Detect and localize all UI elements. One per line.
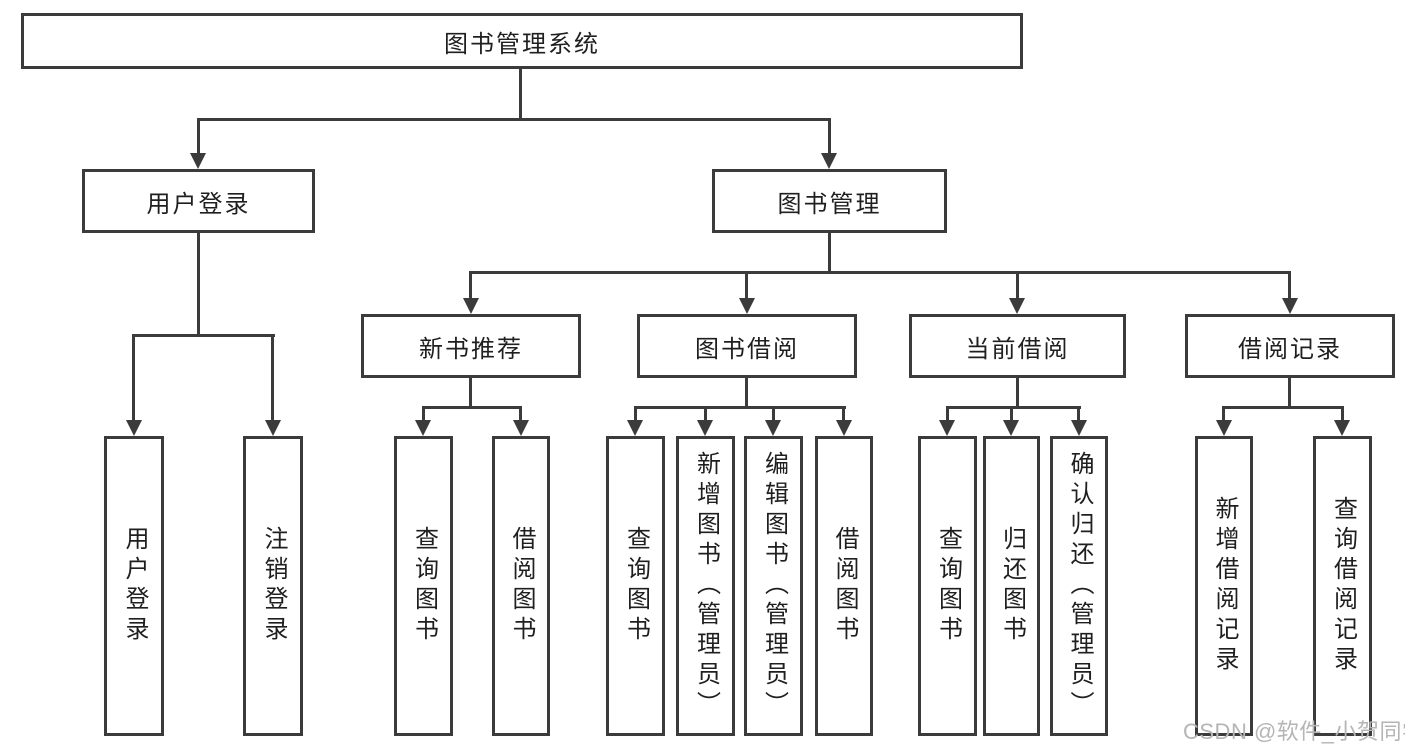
connector-leaf-stem	[271, 334, 274, 424]
node-label: 图书管理系统	[444, 30, 600, 58]
leaf-borrow-borrow-books: 借阅图书	[815, 436, 873, 736]
node-borrowing-records: 借阅记录	[1185, 314, 1395, 378]
connector-leaf-stem	[1010, 406, 1013, 424]
node-book-borrowing: 图书借阅	[637, 314, 857, 378]
connector-newrec-down	[469, 378, 472, 409]
connector-leaf-stem	[1341, 406, 1344, 424]
arrow-down-icon	[190, 153, 206, 169]
arrow-down-icon	[1009, 298, 1025, 314]
node-label: 图书管理	[777, 190, 882, 218]
node-label: 用户登录	[121, 526, 148, 646]
node-label: 新增借阅记录	[1211, 496, 1238, 676]
arrow-down-icon	[939, 420, 955, 436]
node-library-management-system: 图书管理系统	[21, 13, 1023, 69]
connector-curborrow-horizontal	[946, 406, 1081, 409]
leaf-borrow-edit-books-admin: 编辑图书（管理员）	[744, 436, 803, 736]
connector-user-login-stem	[197, 118, 200, 156]
connector-leaf-stem	[1222, 406, 1225, 424]
node-label: 注销登录	[260, 526, 287, 646]
node-label: 借阅记录	[1238, 335, 1342, 363]
leaf-current-confirm-return-admin: 确认归还（管理员）	[1050, 436, 1108, 736]
connector-leaf-stem	[519, 406, 522, 424]
arrow-down-icon	[1003, 420, 1019, 436]
node-label: 当前借阅	[965, 335, 1070, 363]
leaf-logout: 注销登录	[243, 436, 303, 736]
connector-leaf-stem	[634, 406, 637, 424]
arrow-down-icon	[836, 420, 852, 436]
csdn-watermark: CSDN @软件_小贺同学	[1183, 719, 1405, 744]
arrow-down-icon	[1282, 298, 1298, 314]
leaf-borrow-add-books-admin: 新增图书（管理员）	[676, 436, 735, 736]
node-user-login: 用户登录	[82, 169, 315, 233]
connector-leaf-stem	[946, 406, 949, 424]
connector-leaf-stem	[132, 334, 135, 424]
arrow-down-icon	[1216, 420, 1232, 436]
leaf-current-return-books: 归还图书	[983, 436, 1040, 736]
leaf-borrow-query-books: 查询图书	[606, 436, 665, 736]
arrow-down-icon	[765, 420, 781, 436]
node-book-management: 图书管理	[712, 169, 947, 233]
node-label: 查询图书	[934, 526, 962, 646]
node-label: 新书推荐	[419, 335, 523, 363]
connector-new-book-stem	[469, 271, 472, 302]
node-label: 借阅图书	[831, 526, 858, 646]
connector-level1-horizontal	[197, 118, 831, 121]
connector-leaf-stem	[1077, 406, 1080, 424]
node-label: 查询借阅记录	[1329, 496, 1357, 676]
connector-user-login-down	[197, 233, 200, 337]
connector-leaf-stem	[704, 406, 707, 424]
connector-user-login-horizontal	[132, 334, 275, 337]
connector-curborrow-down	[1016, 378, 1019, 409]
arrow-down-icon	[697, 420, 713, 436]
arrow-down-icon	[739, 298, 755, 314]
node-current-borrowing: 当前借阅	[909, 314, 1126, 378]
connector-book-management-down	[828, 233, 831, 274]
connector-bookborrow-horizontal	[634, 406, 846, 409]
leaf-current-query-books: 查询图书	[918, 436, 977, 736]
node-label: 借阅图书	[508, 526, 535, 646]
node-label: 编辑图书（管理员）	[760, 451, 788, 721]
leaf-newrec-borrow-books: 借阅图书	[492, 436, 550, 736]
arrow-down-icon	[415, 420, 431, 436]
connector-borrecord-down	[1288, 378, 1291, 409]
connector-root-stem	[519, 69, 522, 121]
node-label: 归还图书	[998, 526, 1026, 646]
arrow-down-icon	[1334, 420, 1350, 436]
node-label: 图书借阅	[695, 335, 799, 363]
leaf-record-query-borrow-record: 查询借阅记录	[1313, 436, 1372, 736]
arrow-down-icon	[126, 420, 142, 436]
connector-bookborrow-down	[745, 378, 748, 409]
leaf-user-login: 用户登录	[104, 436, 164, 736]
node-label: 新增图书（管理员）	[692, 451, 720, 721]
node-label: 查询图书	[410, 526, 438, 646]
node-new-book-recommendation: 新书推荐	[361, 314, 581, 378]
connector-leaf-stem	[772, 406, 775, 424]
connector-level2-horizontal	[471, 271, 1290, 274]
leaf-newrec-query-books: 查询图书	[394, 436, 453, 736]
connector-borrow-record-stem	[1288, 271, 1291, 302]
connector-book-borrow-stem	[745, 271, 748, 302]
arrow-down-icon	[513, 420, 529, 436]
arrow-down-icon	[1071, 420, 1087, 436]
connector-leaf-stem	[422, 406, 425, 424]
connector-leaf-stem	[842, 406, 845, 424]
arrow-down-icon	[627, 420, 643, 436]
connector-borrecord-horizontal	[1222, 406, 1344, 409]
leaf-record-add-borrow-record: 新增借阅记录	[1195, 436, 1253, 736]
node-label: 确认归还（管理员）	[1066, 451, 1093, 721]
connector-newrec-horizontal	[422, 406, 522, 409]
connector-current-borrow-stem	[1016, 271, 1019, 302]
node-label: 用户登录	[146, 190, 251, 218]
arrow-down-icon	[821, 153, 837, 169]
arrow-down-icon	[265, 420, 281, 436]
arrow-down-icon	[463, 298, 479, 314]
node-label: 查询图书	[622, 526, 650, 646]
connector-book-management-stem	[828, 118, 831, 156]
